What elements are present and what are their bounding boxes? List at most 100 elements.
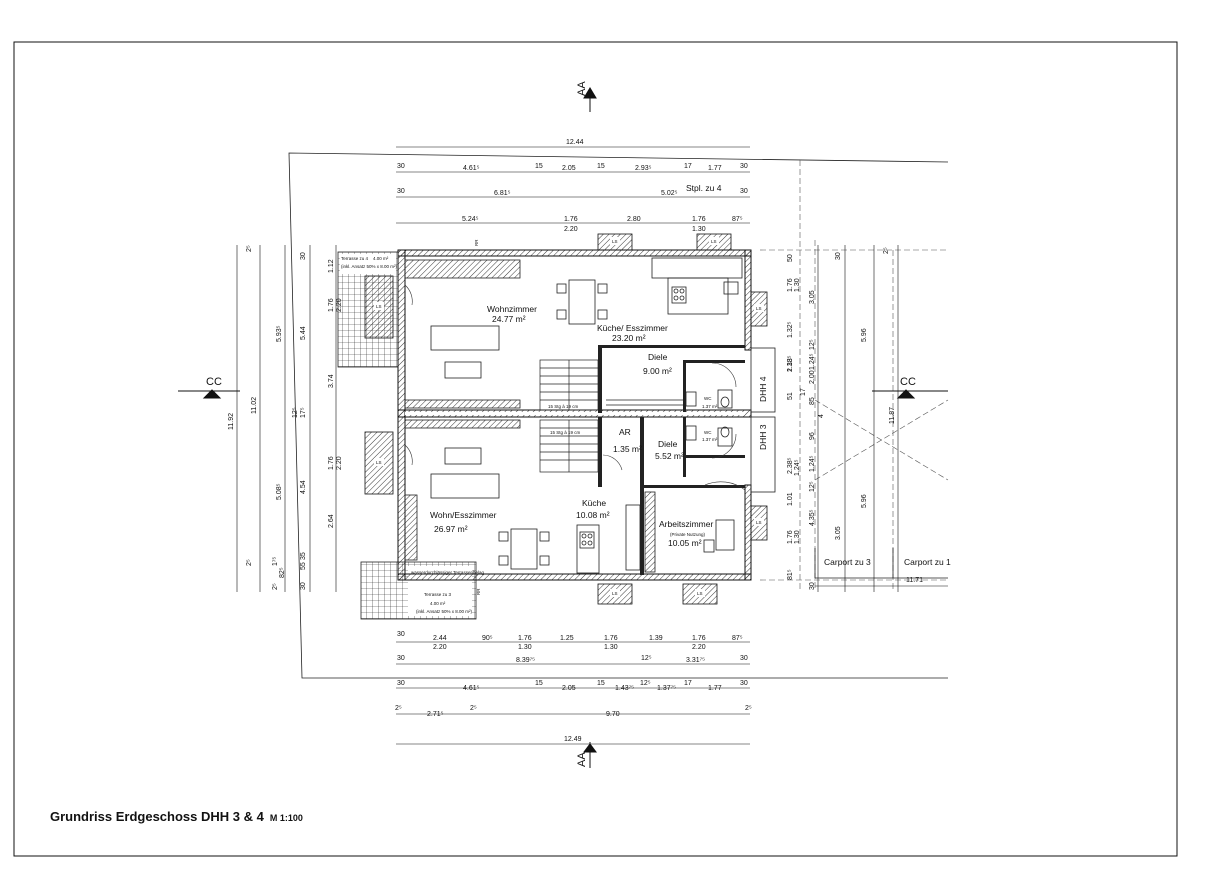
dashed-parking-lines	[760, 160, 949, 590]
dim-bottom-row1-10: 1.76	[692, 635, 706, 642]
room-area-wc4: 1.37 m²	[702, 404, 718, 409]
rr-label: RR	[476, 588, 481, 595]
dim-right-part: 1.13⁵	[787, 355, 794, 372]
terrace-4-label-box	[340, 254, 396, 274]
dhh4-label: DHH 4	[758, 376, 768, 402]
dim-left-part: 55	[300, 562, 307, 570]
terrace-4-area: 4.00 m²	[373, 256, 389, 261]
section-marker-aa-top	[583, 87, 597, 112]
dim-top-row3-4: 1.76	[692, 216, 706, 223]
dim-right-part: 1.76	[787, 278, 794, 292]
dim-top-row1-2: 15	[535, 163, 543, 170]
room-area-wohn-esszimmer: 26.97 m²	[434, 524, 468, 534]
section-marker-aa-bottom	[583, 742, 597, 768]
room-name-arbeitszimmer: Arbeitszimmer	[659, 519, 713, 529]
carport-1-label: Carport zu 1	[904, 557, 951, 567]
room-name-ar: AR	[619, 427, 631, 437]
dim-bottom-row4-1: 2.71⁵	[427, 711, 444, 718]
dim-top-overall: 12.44	[566, 139, 584, 146]
dim-right-part: 1.24⁵	[809, 353, 816, 370]
section-label-aa-top: AA	[576, 81, 588, 96]
room-name-diele4: Diele	[648, 352, 668, 362]
dimension-lines	[236, 146, 948, 745]
dim-top-row2-2: 5.02⁵	[661, 190, 678, 197]
section-label-cc-left: CC	[206, 376, 222, 388]
dim-right-part: 1.24⁵	[809, 455, 816, 472]
dining-table-4	[556, 279, 608, 325]
dim-left-inner: 11.02	[251, 397, 258, 414]
room-name-wc4: WC	[704, 396, 712, 401]
dim-right-part: 12⁵	[809, 481, 816, 492]
dim-left-small: 2⁵	[246, 245, 253, 252]
dim-bottom-row2-1: 8.39⁷⁵	[516, 657, 535, 664]
drawing-scale: M 1:100	[269, 813, 303, 823]
dim-top-row1-7: 1.77	[708, 165, 722, 172]
room-name-wc3: WC	[704, 430, 712, 435]
dim-right-part: 1.76	[787, 530, 794, 544]
dim-bottom-overall: 12.49	[564, 736, 582, 743]
dim-bottom-row1-12: 87⁵	[732, 635, 743, 642]
dim-left-small: 2⁵	[272, 583, 279, 590]
dim-bottom-row4-3: 9.70	[606, 711, 620, 718]
room-area-diele4: 9.00 m²	[643, 366, 672, 376]
dim-top-row2-0: 30	[397, 188, 405, 195]
dim-left-part: 2.20	[336, 298, 343, 312]
room-area-wohnzimmer: 24.77 m²	[492, 314, 526, 324]
dim-right-part: 96	[809, 432, 816, 440]
dim-right-part: 1.30	[794, 278, 801, 292]
dim-right-part: 17	[800, 388, 807, 396]
room-name-wohn-esszimmer: Wohn/Esszimmer	[430, 510, 497, 520]
dim-right-part: 2.38	[787, 358, 794, 372]
party-wall	[405, 412, 745, 415]
dim-left-part: 12⁵	[292, 407, 299, 418]
dim-top-row3-0: 5.24⁵	[462, 216, 479, 223]
ls-label: LS	[612, 239, 618, 244]
dim-right-part: 3.05	[809, 290, 816, 304]
room-area-arbeitszimmer: 10.05 m²	[668, 538, 702, 548]
dim-bottom-row3-7: 1.37⁷⁵	[657, 685, 676, 692]
terrace-3-surface: wasserdurchlässiger Terrassenbelag	[411, 570, 484, 575]
dim-right-part: 81⁵	[787, 569, 794, 580]
ls-label: LS	[376, 304, 382, 309]
section-label-cc-right: CC	[900, 376, 916, 388]
section-marker-cc-right	[872, 389, 948, 399]
ls-label: LS	[756, 306, 762, 311]
dim-bottom-row3-6: 12⁵	[640, 680, 651, 687]
section-label-aa-bottom: AA	[576, 752, 588, 767]
dim-bottom-row2-4: 30	[740, 655, 748, 662]
room-name-kueche-esszimmer: Küche/ Esszimmer	[597, 323, 668, 333]
dim-right-part: 11.87	[889, 407, 896, 424]
dim-bottom-row1-7: 1.76	[604, 635, 618, 642]
dim-bottom-row3-10: 30	[740, 680, 748, 687]
dim-bottom-row1-3: 90⁵	[482, 635, 493, 642]
rr-label: RR	[474, 239, 479, 246]
dim-left-part: 4.54	[300, 480, 307, 494]
dim-top-row1-1: 4.61⁵	[463, 165, 480, 172]
dim-bottom-row4-4: 2⁵	[745, 705, 752, 712]
dim-right-part: 1.01	[787, 492, 794, 506]
dim-top-row1-0: 30	[397, 163, 405, 170]
dim-left-part: 2.20	[336, 456, 343, 470]
stairs-dhh4	[539, 359, 683, 411]
interior-walls	[598, 345, 745, 575]
terrace-3-area: 4.00 m²	[430, 601, 446, 606]
dim-right-part: 5.96	[861, 494, 868, 508]
dim-left-small: 1⁷⁵	[272, 557, 279, 566]
ls-label: LS	[697, 591, 703, 596]
dim-bottom-row1-0: 30	[397, 631, 405, 638]
room-area-kueche-esszimmer: 23.20 m²	[612, 333, 646, 343]
ls-label: LS	[711, 239, 717, 244]
dim-bottom-row2-2: 12⁵	[641, 655, 652, 662]
room-name-wohnzimmer: Wohnzimmer	[487, 304, 537, 314]
room-area-ar: 1.35 m²	[613, 444, 642, 454]
dim-top-row1-3: 2.05	[562, 165, 576, 172]
dim-left-part: 2.64	[328, 514, 335, 528]
dim-left-part: 1.76	[328, 298, 335, 312]
dim-bottom-row1-8: 1.30	[604, 644, 618, 651]
room-note-arbeitszimmer: (Private Nutzung)	[670, 532, 706, 537]
dim-right-part: 85	[809, 397, 816, 405]
living-furniture	[404, 259, 656, 573]
dim-left-upper: 5.93⁵	[276, 325, 283, 342]
dim-top-row3-5: 1.30	[692, 226, 706, 233]
